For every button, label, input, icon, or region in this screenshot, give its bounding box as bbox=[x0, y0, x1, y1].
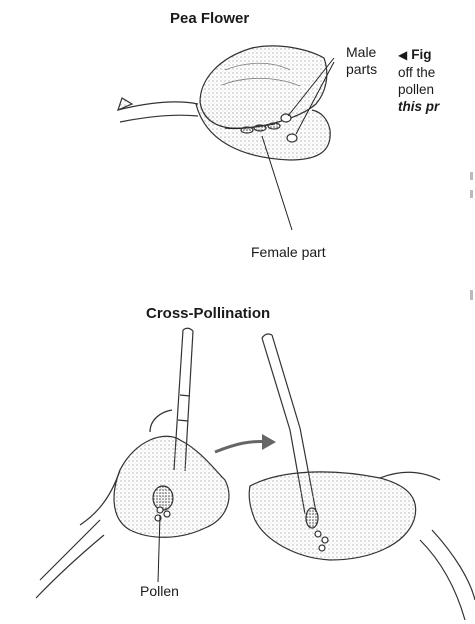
left-flower-drawing bbox=[36, 328, 229, 598]
edge-mark bbox=[470, 290, 473, 300]
right-flower-drawing bbox=[249, 334, 475, 620]
transfer-arrow bbox=[215, 441, 270, 452]
caption-heading: Fig bbox=[411, 47, 431, 62]
cross-pollination-title: Cross-Pollination bbox=[146, 305, 270, 322]
caption-line-3: pollen bbox=[398, 81, 439, 98]
female-part-label: Female part bbox=[251, 244, 326, 261]
pea-flower-title: Pea Flower bbox=[170, 10, 249, 27]
edge-mark bbox=[470, 190, 473, 198]
transfer-arrow-head bbox=[262, 434, 276, 450]
male-parts-label: Male parts bbox=[346, 44, 377, 78]
male-parts-label-line1: Male bbox=[346, 44, 377, 61]
caption-line-2: off the bbox=[398, 64, 439, 81]
caption-marker-icon: ◀ bbox=[398, 48, 407, 62]
caption-line-1: ◀ Fig bbox=[398, 46, 439, 64]
edge-mark bbox=[470, 172, 473, 180]
male-parts-label-line2: parts bbox=[346, 61, 377, 78]
figure-caption: ◀ Fig off the pollen this pr bbox=[398, 46, 439, 115]
caption-line-4: this pr bbox=[398, 98, 439, 115]
pollen-label: Pollen bbox=[140, 583, 179, 600]
